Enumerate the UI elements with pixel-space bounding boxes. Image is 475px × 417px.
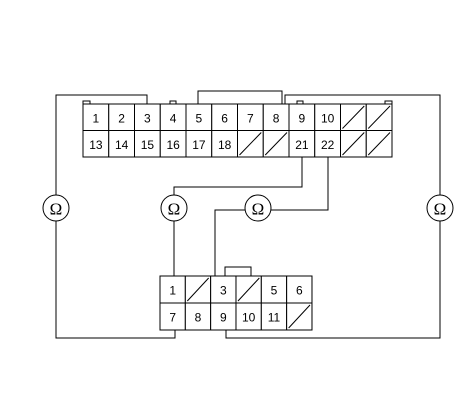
upper-connector-empty-cavity-slash <box>342 132 365 156</box>
lower-connector-pin-label: 1 <box>169 284 176 298</box>
lower-connector-pin-label: 7 <box>169 311 176 325</box>
upper-connector-empty-cavity-slash <box>239 132 262 156</box>
ohm-symbol-left: Ω <box>50 200 63 219</box>
upper-connector-pin-label: 7 <box>247 111 254 125</box>
upper-connector-empty-cavity-slash <box>367 132 391 156</box>
lower-connector: 1 3 5 6 7 8 9 10 11 <box>159 266 313 331</box>
upper-connector-pin-label: 2 <box>118 111 125 125</box>
upper-connector-pin-label: 3 <box>144 111 151 125</box>
lower-connector-empty-cavity-slash <box>288 304 311 329</box>
lower-connector-pin-label: 9 <box>220 311 227 325</box>
lower-connector-cavity <box>260 302 288 331</box>
lower-connector-pin-label: 5 <box>271 284 278 298</box>
upper-connector-empty-cavity-slash <box>264 132 288 156</box>
upper-connector-pin-label: 8 <box>273 111 280 125</box>
ohm-symbol-right: Ω <box>434 200 447 219</box>
upper-connector-cavity <box>185 130 213 158</box>
ohm-symbol-inner-b: Ω <box>252 200 265 219</box>
lower-connector-empty-cavity-slash <box>237 277 260 302</box>
upper-connector-cavity <box>262 103 290 131</box>
upper-connector-pin-label: 14 <box>115 138 129 152</box>
upper-connector-pin-label: 1 <box>93 111 100 125</box>
upper-connector-cavity <box>314 103 341 131</box>
upper-connector-pin-label: 17 <box>192 138 206 152</box>
ohm-symbol-inner-a: Ω <box>168 200 181 219</box>
lower-connector-pin-label: 10 <box>242 311 256 325</box>
upper-connector-pin-label: 6 <box>221 111 228 125</box>
lower-connector-pin-label: 3 <box>220 284 227 298</box>
upper-connector-cavity <box>159 130 187 158</box>
ohmmeter-inner-b: Ω <box>244 194 272 222</box>
ohmmeter-inner-a: Ω <box>160 194 188 222</box>
upper-connector-pin-label: 10 <box>321 111 335 125</box>
wire-inner-meter-a <box>173 157 303 276</box>
ohmmeter-left: Ω <box>42 194 70 222</box>
lower-connector-cavity <box>210 302 237 331</box>
upper-connector: 1 2 3 4 5 6 7 8 9 10 13 14 15 16 17 18 21 22 <box>82 90 393 158</box>
upper-connector-pin-label: 9 <box>299 111 306 125</box>
upper-connector-pin-label: 18 <box>218 138 232 152</box>
upper-connector-cavity <box>82 130 110 158</box>
lower-connector-empty-cavity-slash <box>186 277 210 302</box>
lower-connector-pin-label: 8 <box>195 311 202 325</box>
upper-connector-cavity <box>82 103 110 131</box>
upper-connector-cavity <box>211 103 238 131</box>
ohmmeter-right: Ω <box>426 194 454 222</box>
upper-connector-cavity <box>211 130 238 158</box>
upper-connector-empty-cavity-slash <box>342 105 365 129</box>
upper-connector-pin-label: 4 <box>170 111 177 125</box>
upper-connector-pin-label: 13 <box>89 138 103 152</box>
wire-inner-meter-b <box>214 157 329 276</box>
upper-connector-cavity <box>288 130 316 158</box>
upper-connector-pin-label: 22 <box>321 138 335 152</box>
upper-connector-cavity <box>108 130 135 158</box>
lower-connector-pin-label: 6 <box>296 284 303 298</box>
lower-connector-cavity <box>184 302 212 331</box>
lower-connector-cavity <box>235 302 262 331</box>
upper-connector-cavity <box>314 130 341 158</box>
upper-connector-pin-label: 5 <box>196 111 203 125</box>
upper-connector-empty-cavity-slash <box>367 105 391 129</box>
lower-connector-pin-label: 11 <box>268 311 281 325</box>
lower-connector-cavity <box>286 275 313 304</box>
upper-connector-pin-label: 16 <box>166 138 180 152</box>
upper-connector-pin-label: 21 <box>295 138 309 152</box>
upper-connector-pin-label: 15 <box>141 138 155 152</box>
